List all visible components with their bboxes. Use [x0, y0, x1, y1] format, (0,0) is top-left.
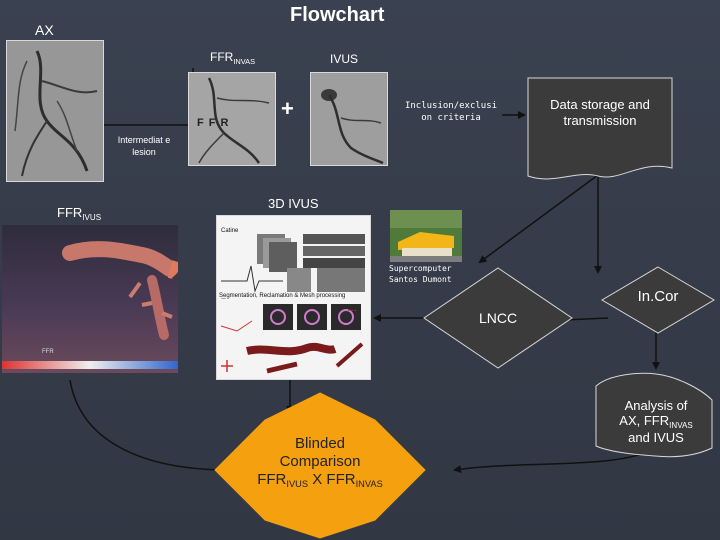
ffr-invas-base: FFR: [210, 50, 234, 64]
panel-catine-label: Catine: [221, 228, 239, 234]
analysis-line-1: Analysis of: [624, 398, 688, 413]
page-title: Flowchart: [290, 4, 385, 26]
plus-sign: +: [281, 96, 294, 121]
artery-render-graphic: [2, 241, 178, 369]
blinded-ffr2-sub: INVAS: [355, 479, 383, 490]
analysis-ffr-sub: INVAS: [669, 420, 693, 430]
angiogram-ax-vessels: [7, 41, 103, 181]
analysis-line-3: and IVUS: [628, 430, 684, 445]
label-ffr-ivus: FFRIVUS: [57, 205, 102, 222]
ivus-processing-panel: Catine — Segmentation, Reclamation & Mes: [216, 215, 371, 380]
ffr-ivus-3d-render: FFR: [2, 225, 178, 373]
panel-ellipsis: ...: [347, 300, 358, 314]
panel-graphics: —: [220, 234, 365, 374]
analysis-ffr-base: AX, FFR: [619, 413, 670, 428]
blinded-line-1: Blinded: [294, 435, 346, 452]
label-3d-ivus: 3D IVUS: [268, 196, 319, 211]
angiogram-ivus-image: [310, 72, 388, 166]
angio-ffr-text: F F R: [197, 117, 230, 129]
label-ax: AX: [35, 22, 54, 38]
ffr-invas-sub: INVAS: [233, 56, 256, 66]
label-data-storage: Data storage and transmission: [550, 97, 650, 128]
label-ivus: IVUS: [330, 52, 359, 66]
angiogram-ivus-vessels: [311, 73, 387, 165]
angiogram-ax-image: [6, 40, 104, 182]
label-lncc: LNCC: [478, 310, 518, 326]
blinded-line-2: Comparison: [279, 453, 361, 470]
label-inclusion-criteria: Inclusion/exclusi on criteria: [404, 101, 498, 123]
supercomputer-building: [390, 210, 462, 262]
ffr-ivus-base: FFR: [57, 205, 83, 220]
label-incor: In.Cor: [637, 288, 679, 305]
blinded-x-ffr: X FFR: [308, 471, 356, 488]
analysis-line-2: AX, FFRINVAS: [598, 413, 714, 430]
label-analysis: Analysis of AX, FFRINVAS and IVUS: [598, 398, 714, 445]
panel-segmentation-label: Segmentation, Reclamation & Mesh process…: [219, 293, 346, 299]
label-ffr-invas: FFRINVAS: [210, 50, 256, 66]
blinded-line-3: FFRIVUS X FFRINVAS: [238, 471, 402, 490]
label-supercomputer: Supercomputer Santos Dumont: [389, 264, 452, 284]
blinded-ffr1-base: FFR: [257, 471, 287, 488]
ffr-ivus-sub: IVUS: [82, 212, 102, 222]
svg-text:—: —: [221, 296, 226, 302]
angiogram-ffr-image: F F R: [188, 72, 276, 166]
blinded-ffr1-sub: IVUS: [286, 479, 309, 490]
render-scale-label: FFR: [42, 349, 54, 355]
label-blinded-comparison: Blinded Comparison FFRIVUS X FFRINVAS: [238, 435, 402, 490]
label-intermediate-lesion: Intermediat e lesion: [117, 135, 171, 157]
angiogram-ffr-vessels: [189, 73, 275, 165]
supercomputer-photo: [390, 210, 462, 262]
arrow-storage-to-super: [478, 174, 599, 264]
arrow-ffrivus-to-blinded: [69, 379, 232, 474]
